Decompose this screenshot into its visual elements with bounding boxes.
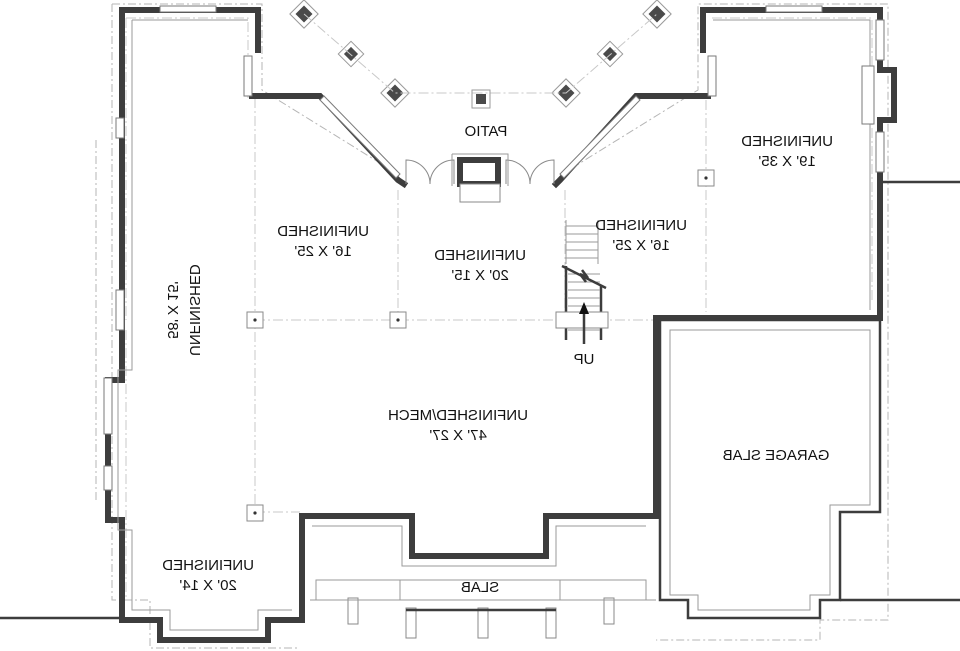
column <box>642 0 672 29</box>
room-label-patio: PATIO <box>465 123 508 140</box>
room-label-unfinished-center: UNFINISHED <box>434 247 526 264</box>
room-label-unfinished-right-top: UNFINISHED <box>741 133 833 150</box>
room-label-unfinished-bottom-left: UNFINISHED <box>162 557 254 574</box>
stair <box>555 220 609 344</box>
room-dims-unfinished-left-mid: 16' X 25' <box>294 243 352 260</box>
room-dims-unfinished-left-tall: 58' X 15' <box>164 281 181 339</box>
column <box>337 40 365 68</box>
room-dims-unfinished-center: 20' X 15' <box>451 267 509 284</box>
column <box>380 78 410 108</box>
foundation-dashed-lines <box>95 3 889 649</box>
patio-columns <box>289 0 672 109</box>
room-dims-unfinished-stair: 16' X 25' <box>612 237 670 254</box>
stair-label-up: UP <box>574 351 595 368</box>
room-dims-unfinished-right-top: 19' X 35' <box>758 153 816 170</box>
room-label-slab: SLAB <box>461 579 499 596</box>
inner-outlines <box>117 19 871 631</box>
room-label-unfinished-stair: UNFINISHED <box>595 217 687 234</box>
room-label-unfinished-left-mid: UNFINISHED <box>277 223 369 240</box>
windows <box>103 5 885 491</box>
interior-posts <box>246 169 715 522</box>
room-label-unfinished-left-tall: UNFINISHED <box>186 264 203 356</box>
room-dims-unfinished-mech: 47' X 27' <box>429 427 487 444</box>
room-label-garage-slab: GARAGE SLAB <box>723 447 830 464</box>
slab-piers <box>310 597 656 639</box>
room-dims-unfinished-bottom-left: 20' X 14' <box>179 577 237 594</box>
patio-doors <box>405 153 555 203</box>
room-label-unfinished-mech: UNFINISHED/MECH <box>388 407 528 424</box>
room-labels: PATIO UNFINISHED 19' X 35' UNFINISHED 58… <box>162 123 833 596</box>
